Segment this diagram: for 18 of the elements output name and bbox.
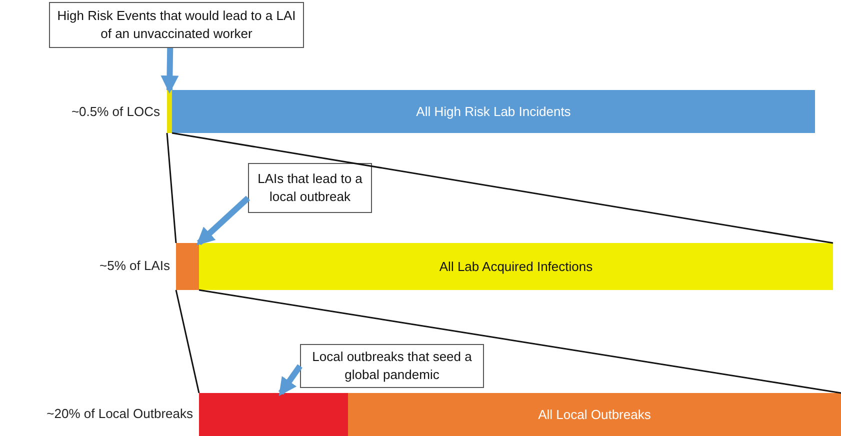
bar: All Local Outbreaks	[348, 393, 841, 436]
row-label: ~0.5% of LOCs	[71, 104, 160, 119]
arrow	[160, 48, 179, 94]
callout-box: Local outbreaks that seed a global pandemic	[300, 344, 484, 388]
callout-box: LAIs that lead to a local outbreak	[248, 163, 372, 213]
bar-segment	[176, 243, 199, 290]
bar-segment	[199, 393, 348, 436]
projection-line	[175, 290, 200, 394]
callout-box: High Risk Events that would lead to a LAI of an unvaccinated worker	[49, 2, 304, 48]
row-label: ~5% of LAIs	[100, 258, 170, 273]
projection-line	[166, 132, 177, 244]
bar-segment	[167, 90, 172, 133]
projection-line	[172, 132, 834, 244]
row-label: ~20% of Local Outbreaks	[46, 406, 193, 421]
arrow	[278, 364, 302, 396]
arrow	[196, 196, 250, 246]
bar: All High Risk Lab Incidents	[172, 90, 815, 133]
bar: All Lab Acquired Infections	[199, 243, 833, 290]
